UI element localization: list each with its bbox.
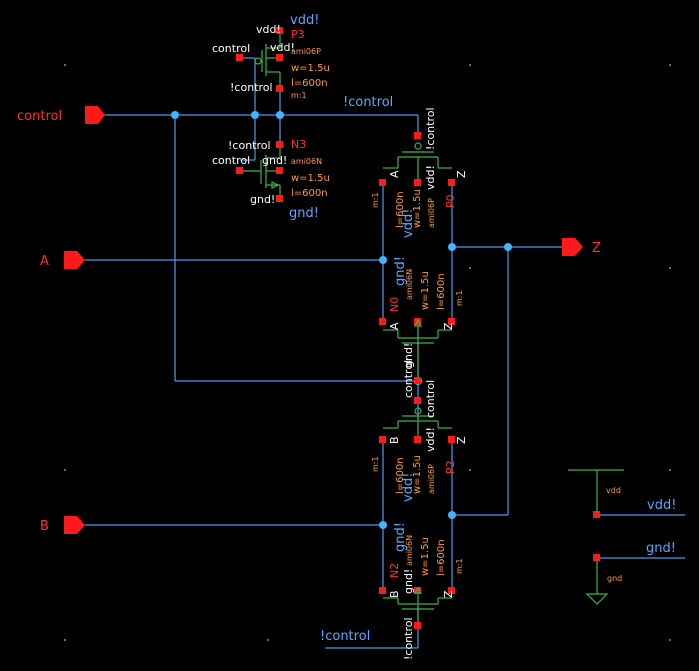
svg-text:Z: Z: [442, 322, 455, 330]
svg-text:m:1: m:1: [371, 192, 380, 208]
svg-text:P2: P2: [444, 460, 457, 474]
svg-text:Z: Z: [455, 170, 468, 178]
svg-text:B: B: [388, 436, 401, 444]
svg-text:gnd!: gnd!: [393, 256, 408, 286]
svg-text:P0: P0: [444, 194, 457, 208]
svg-text:vdd: vdd: [606, 486, 621, 495]
svg-text:w=1.5u: w=1.5u: [420, 271, 431, 310]
svg-text:ami06N: ami06N: [405, 535, 414, 566]
svg-text:ami06P: ami06P: [427, 464, 436, 494]
svg-text:control: control: [402, 360, 415, 398]
svg-text:B: B: [388, 590, 401, 598]
svg-text:!control: !control: [228, 139, 271, 152]
svg-text:!control: !control: [402, 617, 415, 660]
transistor-p3[interactable]: vdd! control vdd! !control vdd! P3 ami06…: [212, 13, 330, 100]
svg-text:gnd!: gnd!: [289, 206, 319, 221]
grid-dots: [64, 64, 671, 641]
junction-dots: [171, 111, 512, 529]
svg-text:gnd!: gnd!: [402, 343, 415, 368]
transistor-p2[interactable]: control B Z vdd! P2 ami06P w=1.5u l=600n…: [371, 380, 468, 502]
transistor-n0[interactable]: A Z gnd! control N0 ami06N w=1.5u l=600n…: [379, 256, 464, 398]
svg-text:vdd!: vdd!: [290, 13, 319, 28]
svg-text:m:1: m:1: [455, 558, 464, 574]
svg-text:A: A: [40, 254, 49, 269]
svg-text:gnd!: gnd!: [402, 569, 415, 594]
svg-text:l=600n: l=600n: [395, 457, 406, 494]
svg-text:vdd!: vdd!: [647, 498, 676, 513]
svg-text:N0: N0: [388, 297, 401, 312]
svg-text:l=600n: l=600n: [436, 273, 447, 310]
port-a[interactable]: A: [40, 251, 85, 269]
svg-text:control: control: [17, 109, 62, 124]
wires: [85, 57, 685, 649]
svg-text:vdd!: vdd!: [256, 23, 281, 36]
svg-text:l=600n: l=600n: [436, 539, 447, 576]
port-z[interactable]: Z: [562, 238, 601, 256]
svg-text:N3: N3: [291, 138, 306, 151]
svg-text:N2: N2: [388, 563, 401, 578]
svg-text:gnd!: gnd!: [262, 154, 287, 167]
port-control[interactable]: control: [17, 106, 105, 124]
svg-text:m:1: m:1: [291, 91, 307, 100]
svg-text:ami06P: ami06P: [427, 198, 436, 228]
svg-text:m:1: m:1: [455, 290, 464, 306]
svg-text:w=1.5u: w=1.5u: [412, 455, 423, 494]
svg-text:P3: P3: [291, 28, 305, 41]
svg-text:ami06N: ami06N: [405, 269, 414, 300]
svg-text:gnd: gnd: [607, 574, 622, 583]
svg-text:Z: Z: [592, 241, 601, 256]
svg-text:!control: !control: [230, 81, 273, 94]
svg-text:ami06P: ami06P: [291, 47, 321, 56]
net-label-not-control: !control: [343, 95, 393, 110]
svg-text:gnd!: gnd!: [646, 541, 676, 556]
svg-text:Z: Z: [442, 590, 455, 598]
transistor-p0[interactable]: !control A Z vdd! P0 ami06P w=1.5u l=600…: [371, 107, 468, 238]
svg-text:l=600n: l=600n: [395, 191, 406, 228]
svg-text:vdd!: vdd!: [424, 165, 437, 190]
svg-text:l=600n: l=600n: [291, 188, 328, 199]
svg-text:gnd!: gnd!: [250, 193, 275, 206]
svg-text:A: A: [388, 322, 401, 330]
svg-text:w=1.5u: w=1.5u: [291, 173, 330, 184]
svg-text:Z: Z: [455, 436, 468, 444]
svg-text:vdd!: vdd!: [401, 209, 416, 238]
svg-text:w=1.5u: w=1.5u: [420, 537, 431, 576]
vdd-symbol[interactable]: vdd vdd!: [568, 469, 676, 518]
svg-text:w=1.5u: w=1.5u: [412, 189, 423, 228]
transistor-n2[interactable]: B Z gnd! !control N2 ami06N w=1.5u l=600…: [379, 522, 464, 660]
port-b[interactable]: B: [40, 516, 85, 534]
gnd-symbol[interactable]: gnd gnd!: [585, 541, 676, 605]
svg-text:control: control: [424, 380, 437, 418]
svg-text:vdd!: vdd!: [270, 41, 295, 54]
svg-text:ami06N: ami06N: [291, 157, 322, 166]
svg-text:gnd!: gnd!: [393, 522, 408, 552]
net-label-bottom-not-control: !control: [320, 629, 370, 644]
svg-text:B: B: [40, 519, 49, 534]
svg-text:vdd!: vdd!: [401, 473, 416, 502]
svg-text:m:1: m:1: [371, 456, 380, 472]
svg-text:control: control: [212, 42, 250, 55]
transistor-n3[interactable]: !control control gnd! gnd! N3 ami06N w=1…: [212, 138, 330, 221]
svg-text:!control: !control: [424, 107, 437, 150]
svg-text:control: control: [212, 154, 250, 167]
svg-text:A: A: [388, 170, 401, 178]
svg-text:vdd!: vdd!: [424, 427, 437, 452]
svg-text:l=600n: l=600n: [291, 78, 328, 89]
svg-text:w=1.5u: w=1.5u: [291, 63, 330, 74]
